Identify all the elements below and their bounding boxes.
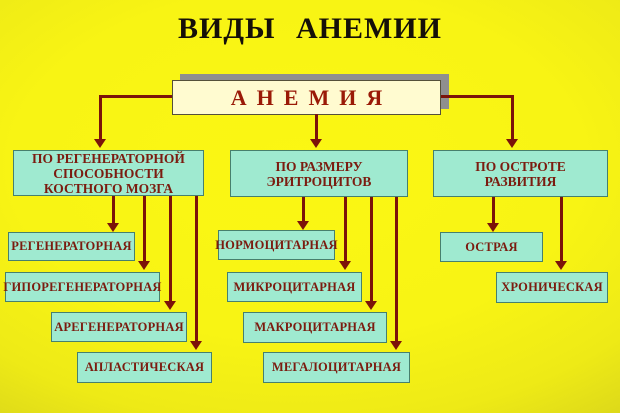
root-node-anemia: АНЕМИЯ [172,80,441,115]
node-label: ОСТРАЯ [465,239,518,254]
node-label: РЕГЕНЕРАТОРНАЯ [11,239,132,253]
arrowhead-middle-item1-icon [297,221,309,230]
node-label: ГИПОРЕГЕНЕРАТОРНАЯ [3,279,162,294]
connector-left-item1 [112,196,115,223]
branch-header-label: ПО РЕГЕНЕРАТОРНОЙ СПОСОБНОСТИ КОСТНОГО М… [32,150,185,196]
node-aplasticheskaya: АПЛАСТИЧЕСКАЯ [77,352,212,383]
root-node-label: АНЕМИЯ [230,84,393,110]
arrowhead-to-left-header-icon [94,139,106,148]
node-label: МАКРОЦИТАРНАЯ [254,320,376,334]
connector-root-right-vertical [511,95,514,139]
connector-left-item3 [169,196,172,301]
connector-root-right-horizontal [441,95,512,98]
connector-right-item2 [560,197,563,261]
branch-header-label: ПО ОСТРОТЕ РАЗВИТИЯ [475,158,566,189]
branch-header-regenerative-capacity: ПО РЕГЕНЕРАТОРНОЙ СПОСОБНОСТИ КОСТНОГО М… [13,150,204,196]
connector-root-left-horizontal [100,95,172,98]
node-label: МИКРОЦИТАРНАЯ [233,279,356,294]
node-megalocitarnaya: МЕГАЛОЦИТАРНАЯ [263,352,410,383]
branch-header-severity: ПО ОСТРОТЕ РАЗВИТИЯ [433,150,608,197]
node-ostraya: ОСТРАЯ [440,232,543,262]
arrowhead-to-middle-header-icon [310,139,322,148]
arrowhead-left-item1-icon [107,223,119,232]
node-label: АПЛАСТИЧЕСКАЯ [84,360,205,374]
connector-middle-item2 [344,197,347,261]
connector-left-item4 [195,196,198,341]
arrowhead-middle-item3-icon [365,301,377,310]
connector-middle-item4 [395,197,398,341]
connector-root-middle-vertical [315,114,318,139]
arrowhead-to-right-header-icon [506,139,518,148]
arrowhead-right-item2-icon [555,261,567,270]
connector-root-left-vertical [99,95,102,139]
node-mikrocitarnaya: МИКРОЦИТАРНАЯ [227,272,362,302]
node-regeneratornaya: РЕГЕНЕРАТОРНАЯ [8,232,135,261]
connector-right-item1 [492,197,495,223]
node-giporegeneratornaya: ГИПОРЕГЕНЕРАТОРНАЯ [3,272,162,302]
arrowhead-right-item1-icon [487,223,499,232]
arrowhead-left-item2-icon [138,261,150,270]
node-label: МЕГАЛОЦИТАРНАЯ [271,360,402,374]
node-normocitarnaya: НОРМОЦИТАРНАЯ [215,230,338,260]
branch-header-label: ПО РАЗМЕРУ ЭРИТРОЦИТОВ [266,158,372,189]
connector-middle-item3 [370,197,373,301]
arrowhead-middle-item2-icon [339,261,351,270]
node-label: ХРОНИЧЕСКАЯ [501,280,603,294]
node-makrocitarnaya: МАКРОЦИТАРНАЯ [243,312,387,343]
branch-header-erythrocyte-size: ПО РАЗМЕРУ ЭРИТРОЦИТОВ [230,150,408,197]
arrowhead-left-item3-icon [164,301,176,310]
connector-middle-item1 [302,197,305,221]
slide-title: ВИДЫ АНЕМИИ [178,12,442,45]
node-label: АРЕГЕНЕРАТОРНАЯ [54,319,184,334]
node-aregeneratornaya: АРЕГЕНЕРАТОРНАЯ [51,312,187,342]
arrowhead-left-item4-icon [190,341,202,350]
connector-left-item2 [143,196,146,261]
node-hronicheskaya: ХРОНИЧЕСКАЯ [496,272,608,303]
arrowhead-middle-item4-icon [390,341,402,350]
node-label: НОРМОЦИТАРНАЯ [215,237,338,252]
